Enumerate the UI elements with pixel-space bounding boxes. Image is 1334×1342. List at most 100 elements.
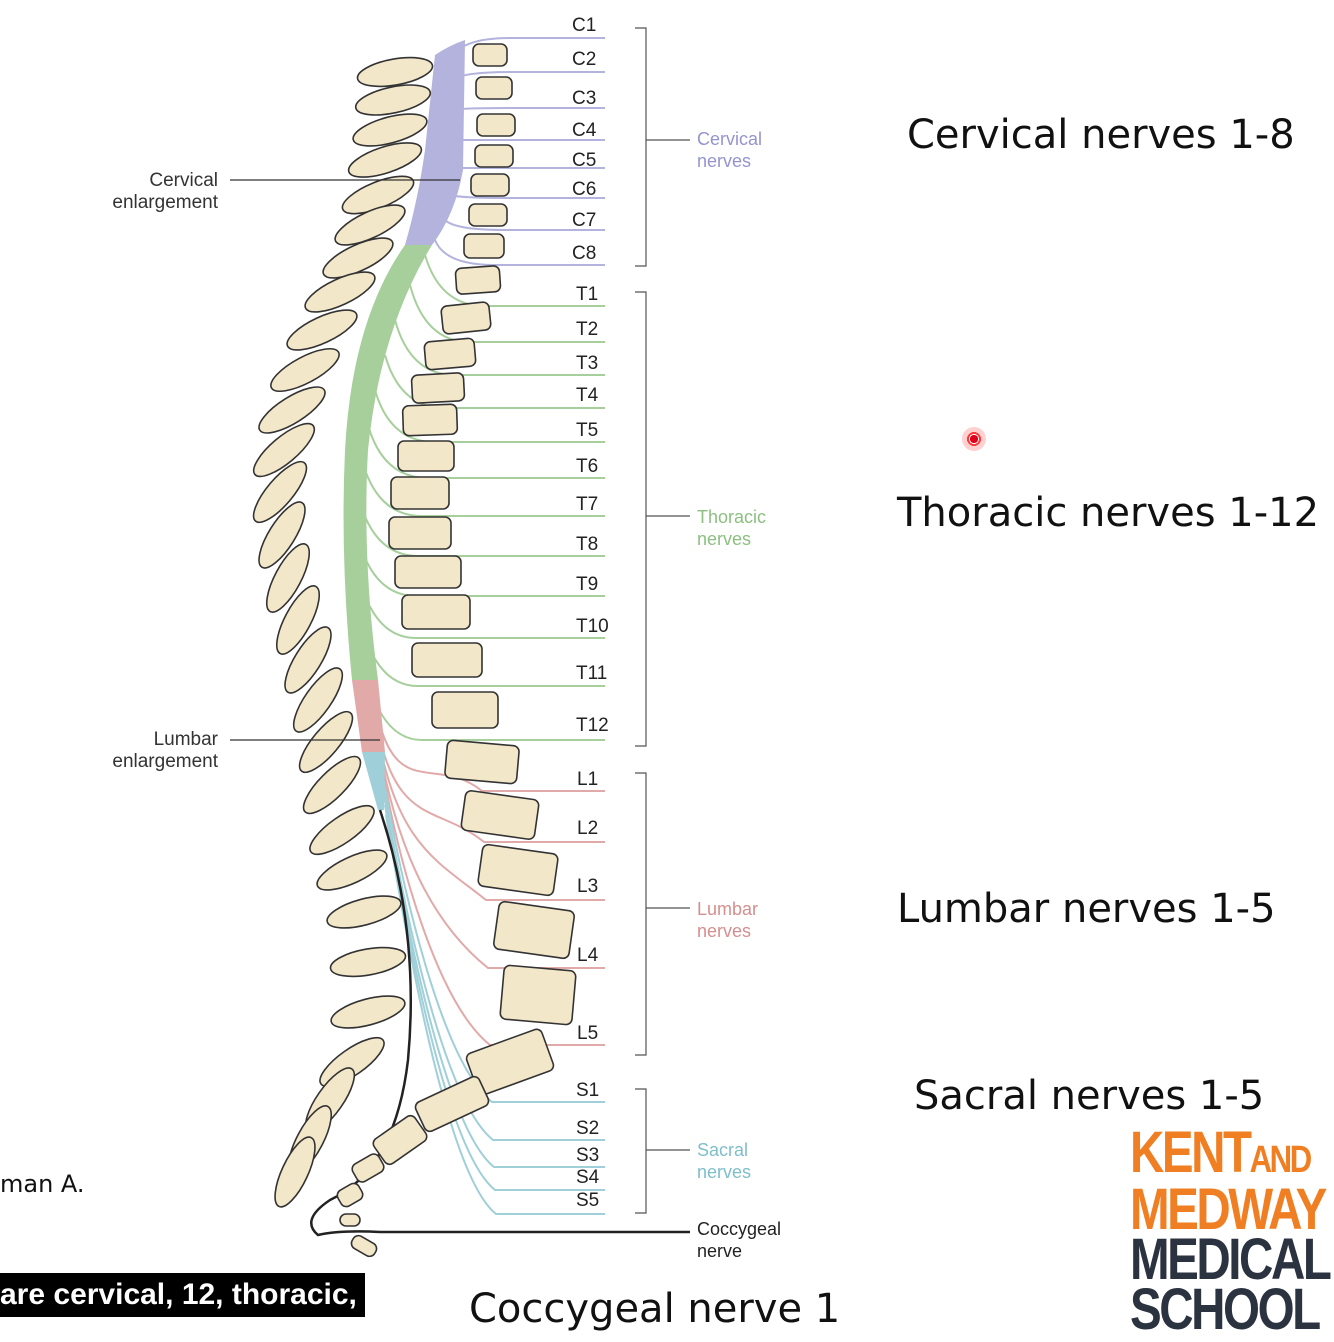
spinous-process-6 (334, 204, 406, 246)
segment-label-cervical-5: C5 (572, 150, 596, 171)
heading-lumbar: Lumbar nerves 1-5 (897, 886, 1276, 932)
spinous-process-1 (356, 56, 434, 88)
segment-label-lumbar-2: L2 (577, 818, 598, 839)
vertebral-body-26 (414, 1075, 490, 1133)
spinous-process-16 (275, 585, 321, 655)
lumbar-group-label-1: Lumbar (697, 899, 758, 919)
segment-label-sacral-2: S2 (576, 1118, 599, 1139)
segment-label-thoracic-9: T9 (576, 574, 598, 595)
segment-label-thoracic-7: T7 (576, 494, 598, 515)
vertebral-body-15 (388, 516, 452, 550)
segment-label-cervical-6: C6 (572, 179, 596, 200)
spinous-process-11 (258, 386, 326, 434)
vertebral-body-29 (336, 1182, 364, 1208)
spinous-process-19 (298, 710, 354, 774)
pointer-cursor-icon (962, 427, 986, 451)
segment-label-thoracic-2: T2 (576, 319, 598, 340)
bracket-lumbar (635, 772, 690, 1056)
nerve-cervical-8 (434, 239, 605, 266)
logo-line-4: SCHOOL (1130, 1277, 1321, 1339)
vertebral-body-24 (499, 964, 577, 1026)
segment-label-thoracic-4: T4 (576, 385, 599, 406)
vertebral-body-6 (468, 203, 508, 227)
spinous-process-7 (322, 237, 394, 279)
sacral-group-label-2: nerves (697, 1162, 751, 1182)
cervical-group-label-2: nerves (697, 151, 751, 171)
vertebral-body-14 (390, 476, 450, 510)
vertebral-body-12 (401, 403, 459, 437)
nerve-cervical-2 (451, 71, 605, 81)
spinous-process-3 (352, 113, 428, 147)
video-caption: are cervical, 12, thoracic, (0, 1273, 365, 1317)
segment-label-sacral-3: S3 (576, 1145, 599, 1166)
logo-kent: KENT (1130, 1128, 1252, 1185)
thoracic-group-label-1: Thoracic (697, 507, 766, 527)
segment-label-cervical-8: C8 (572, 243, 596, 264)
spinous-process-21 (309, 804, 375, 856)
vertebral-body-17 (401, 594, 471, 630)
vertebral-body-7 (463, 233, 505, 259)
bracket-thoracic (635, 291, 690, 747)
vertebral-body-11 (410, 372, 466, 404)
vertebral-body-9 (440, 301, 492, 335)
cord-cervical (405, 40, 465, 245)
segment-label-thoracic-3: T3 (576, 353, 598, 374)
vertebral-body-18 (411, 642, 483, 678)
segment-label-lumbar-3: L3 (577, 876, 598, 897)
segment-label-thoracic-10: T10 (576, 616, 609, 637)
cervical-group-label-1: Cervical (697, 129, 762, 149)
cord-lumbar (352, 680, 385, 752)
vertebral-column (252, 43, 577, 1258)
sacral-group-label-1: Sacral (697, 1140, 748, 1160)
nerve-thoracic-10 (355, 564, 605, 639)
spinous-process-25 (330, 995, 406, 1029)
thoracic-group-label-2: nerves (697, 529, 751, 549)
spinous-process-17 (284, 626, 332, 694)
spinous-process-8 (304, 271, 376, 313)
vertebral-body-28 (351, 1153, 385, 1183)
spinous-process-13 (252, 460, 308, 524)
spinous-process-2 (354, 84, 432, 116)
heading-sacral: Sacral nerves 1-5 (914, 1073, 1265, 1119)
bracket-sacral (635, 1088, 690, 1214)
spinous-process-14 (258, 501, 306, 569)
vertebral-body-31 (350, 1234, 378, 1258)
vertebral-body-10 (423, 337, 477, 371)
spinous-process-24 (329, 946, 407, 978)
logo-line-2: MEDWAY (1130, 1177, 1327, 1242)
heading-cervical: Cervical nerves 1-8 (907, 112, 1295, 158)
vertebral-body-1 (472, 43, 508, 67)
segment-label-thoracic-6: T6 (576, 456, 598, 477)
spinous-process-22 (316, 849, 388, 891)
vertebral-body-23 (493, 900, 575, 960)
segment-label-thoracic-1: T1 (576, 284, 598, 305)
vertebral-body-2 (475, 76, 513, 100)
spinous-process-15 (265, 543, 311, 613)
segment-label-lumbar-1: L1 (577, 769, 598, 790)
nerve-sacral-5 (385, 814, 605, 1215)
lumbar-enlargement-label-2: enlargement (112, 751, 218, 772)
spinous-process-18 (292, 667, 344, 733)
cord-conus (362, 752, 385, 810)
spinous-process-4 (347, 142, 423, 178)
segment-label-cervical-4: C4 (572, 120, 597, 141)
heading-thoracic: Thoracic nerves 1-12 (897, 490, 1320, 536)
vertebral-body-3 (476, 113, 516, 137)
segment-label-lumbar-5: L5 (577, 1023, 598, 1044)
spinous-process-10 (270, 347, 340, 393)
logo-and: AND (1249, 1139, 1313, 1181)
lumbar-group-label-2: nerves (697, 921, 751, 941)
segment-label-thoracic-5: T5 (576, 420, 598, 441)
nerve-lumbar-5 (379, 754, 605, 1046)
vertebral-body-4 (474, 144, 514, 168)
coccygeal-group-label-2: nerve (697, 1241, 742, 1261)
segment-label-sacral-1: S1 (576, 1080, 599, 1101)
nerve-lumbar-3 (375, 724, 605, 901)
nerve-cervical-7 (444, 219, 605, 231)
segment-label-sacral-5: S5 (576, 1190, 599, 1211)
bracket-cervical (635, 27, 690, 267)
vertebral-body-30 (339, 1213, 361, 1227)
lumbar-enlargement-label-1: Lumbar (154, 729, 219, 750)
image-credit: man A. (0, 1170, 85, 1198)
